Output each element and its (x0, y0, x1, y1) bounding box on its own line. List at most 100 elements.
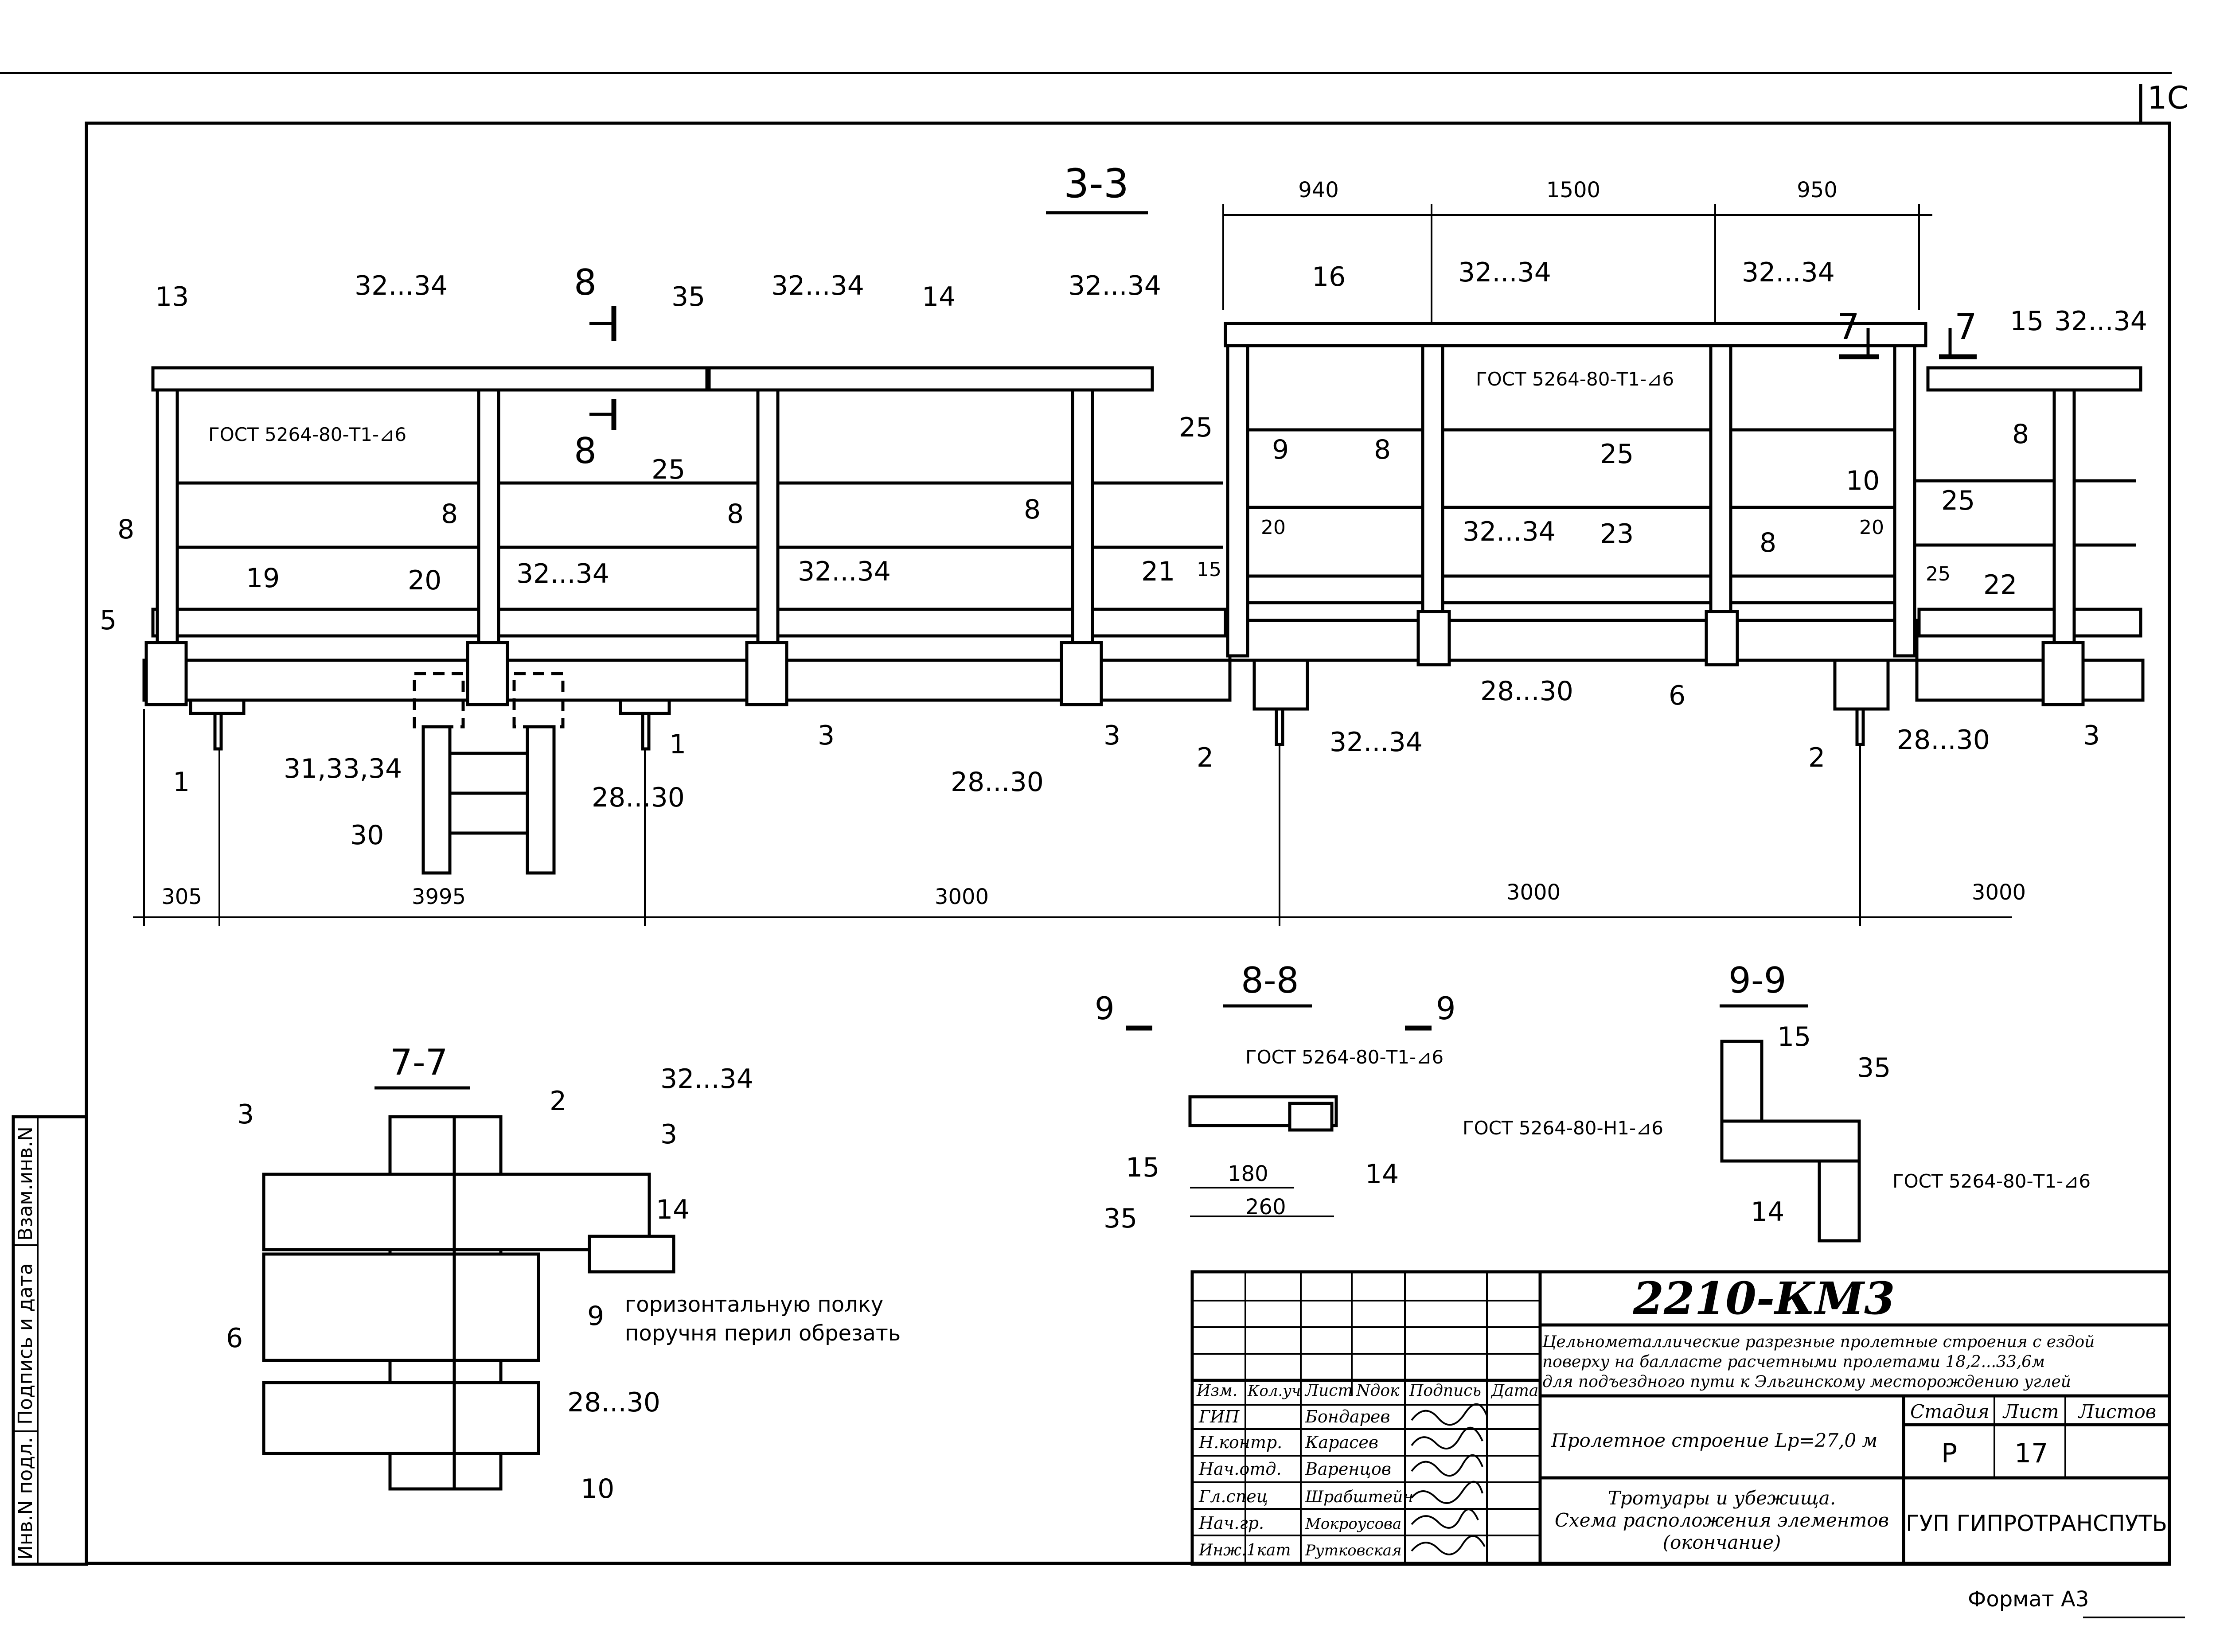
view-8-8-title: 8-8 (1241, 960, 1299, 1001)
section-8-bottom-label: 8 (574, 430, 597, 471)
tb-role-6: Инж.1кат (1198, 1541, 1291, 1559)
side-stamp-frame (12, 1115, 88, 1566)
tb-name-6: Рутковская (1305, 1542, 1402, 1559)
label-13: 13 (155, 281, 189, 312)
dim-305: 305 (161, 884, 202, 909)
label-8-c: 8 (727, 499, 744, 530)
tb-desc-3: для подъездного пути к Эльгинскому место… (1542, 1373, 2071, 1391)
label-1-a: 1 (173, 767, 190, 798)
label-28-30-b: 28...30 (951, 767, 1044, 798)
tb-sheet: 17 (2014, 1438, 2048, 1469)
kickplate-22 (1917, 608, 2142, 638)
label-25-c: 25 (1600, 439, 1634, 470)
view-9-9-rail (1818, 1159, 1861, 1243)
view-3-3: 3-3 940 1500 950 (100, 160, 2147, 926)
label-32-34-f: 32...34 (2054, 306, 2147, 337)
brackets (189, 698, 1865, 751)
view-9-9-title: 9-9 (1728, 960, 1787, 1001)
label-35: 35 (671, 281, 705, 312)
label-25-d: 25 (1941, 485, 1975, 516)
kickplate-23 (1235, 574, 1912, 604)
walkway-beam-3b (1915, 658, 2145, 702)
label-32-34-i: 32...34 (1463, 516, 1556, 547)
label-32-34-d: 32...34 (1458, 257, 1551, 288)
label-6: 6 (1669, 680, 1685, 711)
view-8-8-label-15: 15 (1126, 1152, 1159, 1183)
view-7-7-label-3b: 3 (660, 1119, 677, 1150)
label-3-c: 3 (2083, 720, 2100, 751)
view-7-7-beam-6 (262, 1252, 540, 1362)
walkway-beam-6 (1228, 619, 1919, 662)
view-9-9-label-14: 14 (1751, 1196, 1784, 1227)
tb-organization: ГУП ГИПРОТРАНСПУТЬ (1906, 1511, 2167, 1536)
drawing-frame (85, 121, 2171, 1565)
label-3-b: 3 (1104, 720, 1120, 751)
label-28-30-d: 28...30 (1897, 725, 1990, 756)
label-8-a: 8 (117, 514, 134, 545)
view-7-7-note-line1: горизонтальную полку (625, 1292, 883, 1317)
label-25-small: 25 (1926, 563, 1951, 585)
sheet-corner-number: 1С (2147, 80, 2189, 116)
label-20: 20 (408, 565, 441, 596)
label-15-small: 15 (1197, 558, 1221, 581)
tb-doc-code: 2210-КМ3 (1632, 1272, 1895, 1325)
label-23: 23 (1600, 518, 1634, 549)
walkway-beam-3 (142, 658, 1232, 702)
handrail-16 (1224, 322, 1927, 347)
dim-3000-a: 3000 (935, 884, 989, 909)
view-9-9-weld-t: ГОСТ 5264-80-Т1-⊿6 (1892, 1170, 2091, 1192)
label-10: 10 (1846, 465, 1880, 496)
view-7-7-label-6: 6 (226, 1323, 243, 1354)
tb-object: Пролетное строение Lp=27,0 м (1551, 1430, 1877, 1451)
tb-col-list: Лист (1304, 1382, 1353, 1400)
tb-desc-1: Цельнометаллические разрезные пролетные … (1542, 1333, 2095, 1351)
view-7-7-beam-6b (262, 1381, 540, 1455)
view-7-7-label-3a: 3 (237, 1099, 254, 1130)
tb-name-5: Мокроусова (1305, 1515, 1401, 1533)
label-19: 19 (246, 563, 280, 594)
weld-note-right: ГОСТ 5264-80-Т1-⊿6 (1476, 368, 1674, 390)
view-9-9-plate (1720, 1119, 1861, 1163)
title-block-frame (1190, 1270, 2171, 1566)
tb-name-1: Бондарев (1305, 1407, 1390, 1426)
tb-title-2: Схема расположения элементов (1555, 1509, 1889, 1531)
view-7-7-label-2: 2 (550, 1086, 566, 1117)
view-8-8-weld-note: ГОСТ 5264-80-Т1-⊿6 (1245, 1046, 1444, 1068)
section-9-left: 9 (1095, 990, 1115, 1027)
position-labels: 13 32...34 35 32...34 14 32...34 16 32..… (100, 257, 2147, 851)
section-7-right-label: 7 (1955, 306, 1977, 347)
handrail-15 (1926, 366, 2142, 392)
view-7-7-title: 7-7 (390, 1042, 448, 1083)
post-base-plates (144, 610, 2085, 711)
tb-stage-label: Стадия (1910, 1401, 1989, 1422)
label-20-small-b: 20 (1859, 516, 1884, 539)
ladder-30 (413, 672, 565, 875)
view-3-3-title: 3-3 (1064, 160, 1129, 207)
tb-role-2: Н.контр. (1198, 1433, 1282, 1452)
label-22: 22 (1983, 569, 2017, 600)
tb-title-3: (окончание) (1663, 1531, 1781, 1553)
label-28-30-c: 28...30 (1480, 676, 1573, 707)
view-8-8-insert (1288, 1102, 1334, 1132)
label-21: 21 (1141, 556, 1175, 587)
view-7-7-label-14: 14 (656, 1194, 690, 1225)
label-8-d: 8 (1024, 494, 1041, 525)
side-stamp: Инв.N подл. Подпись и дата Взам.инв.N (12, 1115, 88, 1566)
dim-3000-c: 3000 (1972, 880, 2026, 905)
view-9-9-weld-h: ГОСТ 5264-80-Н1-⊿6 (1463, 1117, 1663, 1139)
view-7-7-label-32-34: 32...34 (660, 1064, 753, 1095)
tb-name-4: Шрабштейн (1305, 1488, 1413, 1506)
label-8-g: 8 (2012, 419, 2029, 450)
label-3-a: 3 (818, 720, 835, 751)
view-9-9-label-15: 15 (1777, 1021, 1811, 1052)
tb-name-3: Варенцов (1305, 1459, 1391, 1479)
label-32-34-e: 32...34 (1742, 257, 1835, 288)
section-mark-8: 8 8 (574, 262, 616, 471)
kickplate-19-20-21 (151, 608, 1227, 638)
dim-950: 950 (1797, 178, 1838, 203)
tb-desc-2: поверху на балласте расчетными пролетами… (1542, 1353, 2045, 1371)
signatures (1411, 1403, 1488, 1555)
section-9-right: 9 (1436, 990, 1456, 1027)
tb-role-1: ГИП (1198, 1407, 1240, 1426)
